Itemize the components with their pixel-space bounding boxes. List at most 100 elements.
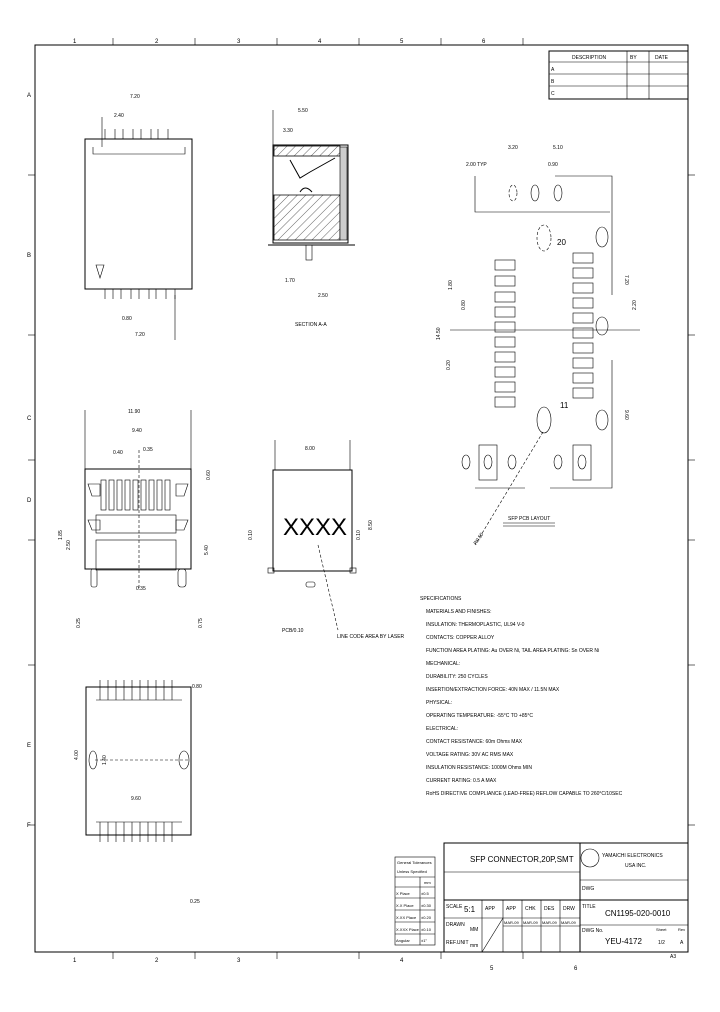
dimension-label: 0.10 — [356, 530, 362, 540]
revision-header: DATE — [655, 55, 669, 61]
revision-header: BY — [630, 55, 637, 61]
rev-label: Rev — [678, 927, 685, 932]
dimension-label: 2.20 — [632, 300, 638, 310]
spec-line: CURRENT RATING: 0.5 A MAX — [426, 778, 497, 784]
dimension-label: 0.80 — [122, 316, 132, 322]
dimension-label: 1.85 — [58, 530, 64, 540]
specifications: SPECIFICATIONS MATERIALS AND FINISHES: I… — [420, 596, 623, 797]
tolerance-value: ±0.30 — [421, 903, 432, 908]
side-view: XXXX 8.00 8.50 0.10 0.10 PCB/0.10 LINE C… — [248, 440, 405, 640]
spec-line: OPERATING TEMPERATURE: -55°C TO +85°C — [426, 713, 533, 719]
revision-row: B — [551, 79, 555, 85]
column-label: 1 — [73, 958, 77, 964]
sheet-size: A3 — [670, 954, 676, 960]
tolerance-label: X Place — [396, 891, 411, 896]
dimension-label: R0.50 — [473, 532, 486, 547]
revision-block: DESCRIPTION BY DATE A B C — [548, 50, 689, 100]
dimension-label: 11.90 — [128, 409, 140, 415]
tolerance-value: ±0.20 — [421, 915, 432, 920]
dimension-label: 0.40 — [113, 450, 123, 456]
drawing-title: SFP CONNECTOR,20P,SMT — [470, 855, 574, 864]
dimension-label: 9.60 — [131, 796, 141, 802]
dimension-label: 0.80 — [192, 684, 202, 690]
pcb-layout-view: 20 11 3.20 5.10 2.00 TYP 0.90 1.80 0.80 … — [436, 145, 640, 546]
spec-line: CONTACTS: COPPER ALLOY — [426, 635, 495, 641]
sign-date: MAR-09 — [561, 920, 576, 925]
spec-line: DURABILITY: 250 CYCLES — [426, 674, 488, 680]
dwg-label: DWG — [582, 886, 594, 892]
dimension-label: 3.20 — [508, 145, 518, 151]
dimension-label: 0.80 — [461, 300, 467, 310]
dimension-label: 2.50 — [66, 540, 72, 550]
sign-date: MAR-09 — [504, 920, 519, 925]
column-label: 4 — [318, 39, 322, 45]
dimension-label: 2.50 — [318, 293, 328, 299]
dimension-label: PCB/0.10 — [282, 628, 304, 634]
rev-value: A — [680, 940, 684, 946]
dimension-label: 0.35 — [136, 586, 146, 592]
bottom-view: 0.80 4.00 1.40 9.60 0.25 — [74, 680, 202, 905]
spec-line: RoHS DIRECTIVE COMPLIANCE (LEAD-FREE) RE… — [426, 791, 623, 797]
dimension-label: 7.20 — [135, 332, 145, 338]
column-label: 6 — [574, 966, 578, 972]
row-label: F — [27, 823, 31, 829]
tolerance-value: ±0.5 — [421, 891, 430, 896]
scale-value: 5:1 — [464, 905, 476, 914]
dwg-no-label: DWG No. — [582, 928, 603, 934]
dimension-label: 5.50 — [298, 108, 308, 114]
dimension-label: 7.20 — [623, 275, 629, 285]
dimension-label: 9.60 — [623, 410, 629, 420]
tolerance-label: Angular — [396, 938, 410, 943]
spec-line: PHYSICAL: — [426, 700, 452, 706]
drawn-label: DRAWN — [446, 922, 465, 928]
company-name: USA INC. — [625, 863, 646, 869]
title-label: TITLE — [582, 904, 596, 910]
column-label: 2 — [155, 39, 159, 45]
tolerance-table: General Tolerances Unless Specified mm X… — [394, 856, 436, 946]
column-label: 5 — [490, 966, 494, 972]
sign-header: DRW — [563, 906, 575, 912]
tolerance-value: ±1° — [421, 938, 427, 943]
unit-value: mm — [470, 943, 478, 949]
spec-line: INSULATION: THERMOPLASTIC, UL94 V-0 — [426, 622, 525, 628]
dimension-label: 0.35 — [143, 447, 153, 453]
dimension-label: 0.25 — [76, 618, 82, 628]
drawn-value: MM — [470, 927, 478, 933]
unit-label: REF.UNIT — [446, 940, 469, 946]
spec-line: INSULATION RESISTANCE: 1000M Ohms MIN — [426, 765, 532, 771]
spec-line: FUNCTION AREA PLATING: Au OVER Ni, TAIL … — [426, 648, 599, 654]
sign-date: MAR-09 — [542, 920, 557, 925]
dimension-label: 5.10 — [553, 145, 563, 151]
tolerance-title: General Tolerances — [397, 860, 432, 865]
dimension-label: 4.00 — [74, 750, 80, 760]
dimension-label: 1.70 — [285, 278, 295, 284]
tolerance-title: Unless Specified — [397, 869, 427, 874]
spec-line: CONTACT RESISTANCE: 60m Ohms MAX — [426, 739, 523, 745]
column-label: 4 — [400, 958, 404, 964]
sign-header: DES — [544, 906, 555, 912]
front-view: 11.90 9.40 0.40 0.35 1.85 2.50 0.25 0.75… — [58, 409, 212, 628]
dimension-label: 0.75 — [198, 618, 204, 628]
column-label: 5 — [400, 39, 404, 45]
column-label: 3 — [237, 39, 241, 45]
dimension-label: 0.60 — [206, 470, 212, 480]
pin-label: 11 — [560, 401, 569, 410]
sheet-value: 1/2 — [658, 940, 665, 946]
spec-title: SPECIFICATIONS — [420, 596, 462, 602]
column-label: 2 — [155, 958, 159, 964]
dimension-label: 5.40 — [204, 545, 210, 555]
layout-title: SFP PCB LAYOUT — [508, 516, 550, 522]
row-label: E — [27, 743, 31, 749]
dwg-number: YEU-4172 — [605, 937, 642, 946]
revision-row: C — [551, 91, 555, 97]
revision-row: A — [551, 67, 555, 73]
dimension-label: 0.90 — [548, 162, 558, 168]
marking-text: XXXX — [283, 514, 347, 541]
revision-header: DESCRIPTION — [572, 55, 607, 61]
tolerance-label: X.XXX Place — [396, 927, 420, 932]
app-label: APP — [485, 906, 496, 912]
company-logo-icon — [580, 848, 600, 868]
row-label: C — [27, 416, 32, 422]
dimension-label: 8.50 — [368, 520, 374, 530]
